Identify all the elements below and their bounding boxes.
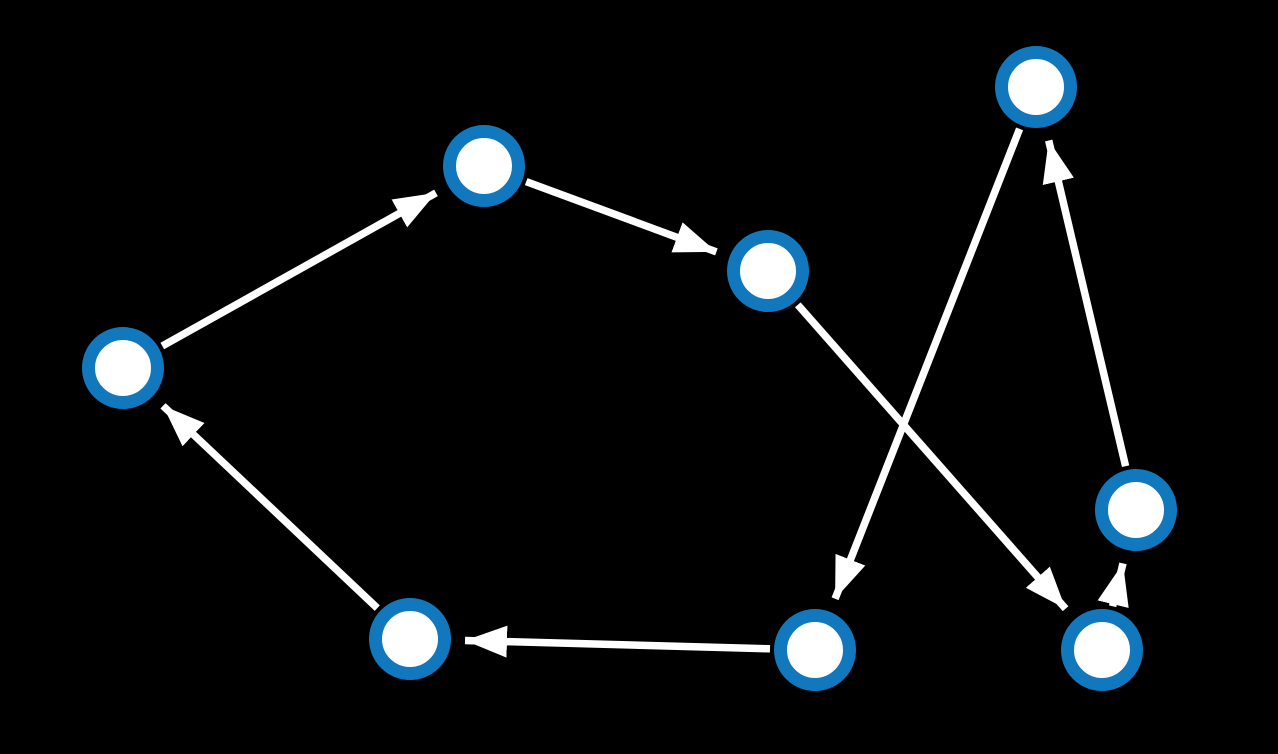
edge-bottom-right-to-right [1097,562,1129,608]
graph-node-bottom-middle [774,609,856,691]
edge-top-right-to-bottom-middle [831,127,1024,601]
graph-node-top-right [995,46,1077,128]
edge-right-to-top-right [1042,139,1130,468]
graph-node-bottom-right [1061,609,1143,691]
edge-middle-to-bottom-right [794,302,1069,612]
graph-node-left [82,327,164,409]
graph-node-upper-middle [443,125,525,207]
edge-upper-middle-to-middle [524,178,718,256]
graph-node-middle [727,230,809,312]
graph-node-right [1095,469,1177,551]
graph-node-bottom-left [369,598,451,680]
edge-bottom-left-to-left [160,403,380,611]
edge-bottom-middle-to-bottom-left [464,625,771,658]
edge-left-to-upper-middle [160,189,438,350]
